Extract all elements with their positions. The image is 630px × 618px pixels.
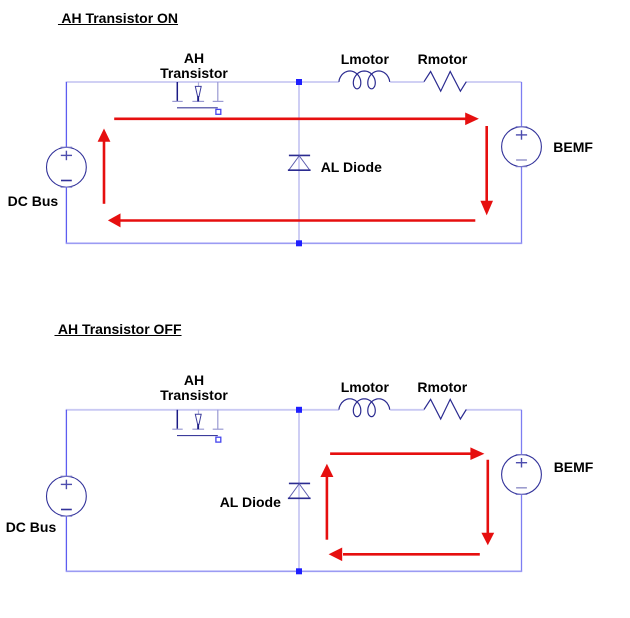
junction-node-top <box>296 406 302 413</box>
circuit-off-resistor-label: Rmotor <box>417 379 468 396</box>
transistor-label-line1: AH <box>183 372 205 388</box>
current-arrow-right-head <box>481 532 495 546</box>
mosfet-arrow-stem <box>197 96 200 102</box>
current-arrow-left-head <box>97 128 111 142</box>
current-arrow-top-head <box>470 447 485 460</box>
plus-icon <box>60 150 72 161</box>
al-diode-symbol <box>287 482 311 500</box>
circuit-on-dc-bus-label: DC Bus <box>7 192 59 209</box>
circuit-off-current-loop <box>320 447 495 562</box>
lmotor-inductor-symbol <box>338 70 391 90</box>
current-arrow-left-head <box>320 463 334 477</box>
mosfet-arrow-funnel <box>194 85 202 97</box>
rmotor-resistor-symbol <box>423 397 467 421</box>
circuit-off-inductor-label: Lmotor <box>340 379 389 396</box>
mosfet-gate-terminal-square <box>215 436 222 443</box>
ah-transistor-symbol <box>172 409 224 443</box>
plus-icon <box>515 458 528 468</box>
mosfet-arrow-funnel <box>194 413 202 425</box>
mosfet-arrow-stem <box>197 424 200 430</box>
current-arrow-bottom-head <box>328 547 343 562</box>
transistor-label-line1: AH <box>183 50 205 66</box>
dc-bus-source-symbol <box>45 146 87 188</box>
mosfet-gate-terminal-square <box>215 108 222 115</box>
circuit-on-bemf-label: BEMF <box>553 139 593 156</box>
transistor-label-line2: Transistor <box>160 387 228 403</box>
circuit-off-bemf-label: BEMF <box>553 458 594 475</box>
ah-transistor-symbol <box>172 82 224 115</box>
circuit-on-schematic <box>45 70 542 247</box>
rmotor-resistor-symbol <box>423 70 467 93</box>
dc-bus-source-symbol <box>45 475 87 517</box>
circuit-on-inductor-label: Lmotor <box>340 50 389 67</box>
circuit-on-wires <box>65 81 523 245</box>
junction-node-bottom <box>296 568 302 575</box>
plus-icon <box>60 479 72 490</box>
circuit-off-title: AH Transistor OFF <box>54 321 182 338</box>
junction-node-top <box>296 79 302 85</box>
al-diode-symbol <box>287 154 311 172</box>
circuit-on-resistor-label: Rmotor <box>417 50 468 67</box>
circuit-off-dc-bus-label: DC Bus <box>5 519 57 536</box>
bemf-source-symbol <box>501 126 542 168</box>
transistor-label-line2: Transistor <box>160 65 228 81</box>
lmotor-inductor-symbol <box>338 398 391 418</box>
current-arrow-top-head <box>465 112 479 126</box>
circuit-on-current-loop <box>97 112 493 228</box>
junction-node-bottom <box>296 240 302 247</box>
circuit-off-wires <box>65 408 523 573</box>
plus-icon <box>515 130 528 140</box>
circuit-off-diode-label: AL Diode <box>219 493 281 510</box>
circuit-on-diode-label: AL Diode <box>320 158 382 175</box>
circuit-off-schematic <box>45 397 542 575</box>
current-arrow-right-head <box>480 200 493 216</box>
circuit-on-title: AH Transistor ON <box>57 9 179 26</box>
circuit-off-transistor-label: AH Transistor <box>134 373 254 403</box>
current-arrow-bottom-head <box>107 213 121 228</box>
bemf-source-symbol <box>501 454 542 495</box>
circuit-on-transistor-label: AH Transistor <box>134 51 254 81</box>
